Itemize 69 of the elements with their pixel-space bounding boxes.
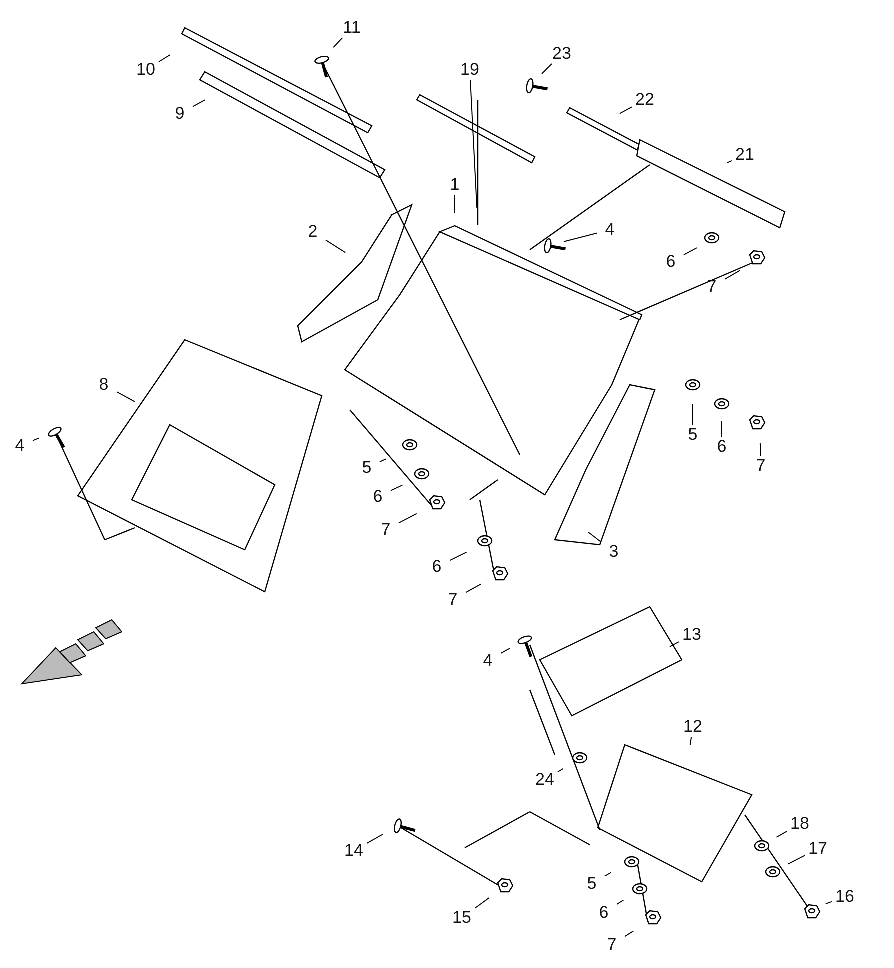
leader-line <box>474 898 490 909</box>
leader-line <box>760 442 762 456</box>
callout-number: 9 <box>167 104 193 124</box>
callout-number: 18 <box>787 814 813 834</box>
leader-line <box>690 736 692 746</box>
leader-line <box>454 194 456 214</box>
callout-number: 24 <box>532 770 558 790</box>
leader-line <box>398 513 418 524</box>
callout-number: 1 <box>442 175 468 195</box>
callout-number: 7 <box>599 935 625 955</box>
callout-number: 2 <box>300 222 326 242</box>
callout-number: 14 <box>341 841 367 861</box>
leader-line <box>116 392 136 402</box>
callout-number: 10 <box>133 60 159 80</box>
callout-number: 21 <box>732 145 758 165</box>
callout-number: 15 <box>449 908 475 928</box>
callout-number: 4 <box>7 436 33 456</box>
leader-line <box>624 930 634 938</box>
callout-number: 6 <box>591 903 617 923</box>
callout-number: 6 <box>424 557 450 577</box>
callout-number: 3 <box>601 542 627 562</box>
callout-number: 19 <box>457 60 483 80</box>
leader-line <box>558 768 564 773</box>
callout-number: 11 <box>339 18 365 38</box>
callout-number: 4 <box>475 651 501 671</box>
leader-line <box>564 232 598 242</box>
callout-number: 13 <box>679 625 705 645</box>
callout-number: 7 <box>373 520 399 540</box>
leader-line <box>692 404 694 426</box>
leader-line <box>588 532 602 542</box>
leader-line <box>333 38 344 48</box>
callout-number: 5 <box>354 458 380 478</box>
callout-number: 8 <box>91 375 117 395</box>
leader-line <box>380 458 388 463</box>
leader-line <box>450 552 468 562</box>
leader-line <box>788 855 806 865</box>
callout-number: 16 <box>832 887 858 907</box>
callout-number: 7 <box>748 456 774 476</box>
callout-number: 6 <box>658 252 684 272</box>
callout-number: 5 <box>579 874 605 894</box>
leader-line <box>776 831 788 838</box>
callout-number: 6 <box>365 487 391 507</box>
leader-line <box>390 484 404 492</box>
leader-line <box>619 106 632 114</box>
leader-line <box>724 270 741 280</box>
leader-line <box>604 872 612 877</box>
callout-number: 6 <box>709 437 735 457</box>
callout-number: 12 <box>680 717 706 737</box>
leader-line <box>669 642 680 648</box>
leader-line <box>616 900 624 906</box>
leader-line <box>825 901 832 905</box>
callout-number: 7 <box>440 590 466 610</box>
callout-number: 22 <box>632 90 658 110</box>
leader-line <box>326 240 346 254</box>
leader-line <box>684 248 698 256</box>
callout-number: 7 <box>699 277 725 297</box>
leader-line <box>542 64 552 74</box>
callout-number: 4 <box>597 220 623 240</box>
leader-line <box>366 834 384 844</box>
callout-number: 5 <box>680 425 706 445</box>
callout-number: 23 <box>549 44 575 64</box>
leader-line <box>500 648 511 654</box>
leader-line <box>726 160 732 164</box>
leader-line <box>192 100 206 108</box>
callout-number: 17 <box>805 839 831 859</box>
leader-line <box>470 80 478 209</box>
leader-line <box>158 54 172 62</box>
leader-line <box>466 584 482 594</box>
leader-line <box>32 438 40 442</box>
